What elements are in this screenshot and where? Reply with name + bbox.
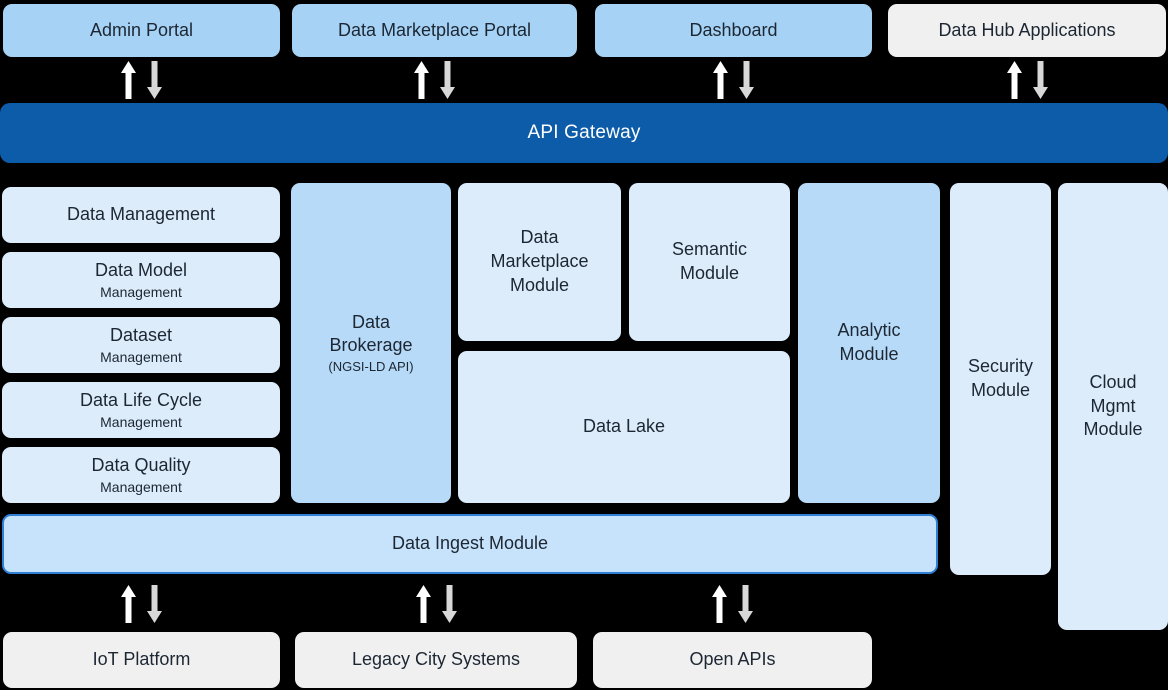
data-brokerage-subtitle: (NGSI-LD API) (328, 359, 414, 375)
box-title: Dataset (109, 324, 173, 345)
analytic-module-box: Analytic Module (798, 183, 940, 503)
box-subtitle: Management (100, 348, 182, 365)
data-hub-applications-box: Data Hub Applications (888, 4, 1166, 57)
up-arrow-icon (414, 61, 429, 99)
bidirectional-arrows (416, 585, 457, 623)
data-lake-label: Data Lake (582, 416, 666, 437)
up-arrow-icon (712, 585, 727, 623)
iot-platform-box: IoT Platform (3, 632, 280, 688)
dashboard-label: Dashboard (689, 19, 778, 40)
down-arrow-icon (739, 61, 754, 99)
api-gateway-bar: API Gateway (0, 103, 1168, 163)
box-subtitle: Management (100, 478, 182, 495)
iot-platform-label: IoT Platform (92, 649, 191, 670)
down-arrow-icon (147, 585, 162, 623)
analytic-module-label: Analytic Module (837, 320, 901, 364)
down-arrow-icon (440, 61, 455, 99)
data-brokerage-box: Data Brokerage (NGSI-LD API) (291, 183, 451, 503)
api-gateway-label: API Gateway (527, 122, 641, 144)
down-arrow-icon (1033, 61, 1048, 99)
up-arrow-icon (416, 585, 431, 623)
data-brokerage-title: Data Brokerage (329, 311, 413, 356)
cloud-mgmt-module-label: Cloud Mgmt Module (1083, 371, 1143, 440)
box-title: Data Life Cycle (79, 389, 203, 410)
data-life-cycle-management-box: Data Life Cycle Management (2, 382, 280, 438)
down-arrow-icon (147, 61, 162, 99)
data-marketplace-module-box: Data Marketplace Module (458, 183, 621, 341)
open-apis-label: Open APIs (689, 649, 776, 670)
legacy-city-systems-label: Legacy City Systems (351, 649, 521, 670)
up-arrow-icon (121, 61, 136, 99)
admin-portal-label: Admin Portal (89, 19, 194, 40)
up-arrow-icon (121, 585, 136, 623)
data-management-box: Data Management (2, 187, 280, 243)
bidirectional-arrows (1007, 61, 1048, 99)
data-marketplace-portal-box: Data Marketplace Portal (292, 4, 577, 57)
data-ingest-module-label: Data Ingest Module (391, 533, 549, 554)
bidirectional-arrows (713, 61, 754, 99)
box-title: Data Model (94, 259, 188, 280)
bidirectional-arrows (712, 585, 753, 623)
bidirectional-arrows (121, 61, 162, 99)
cloud-mgmt-module-box: Cloud Mgmt Module (1058, 183, 1168, 630)
box-subtitle: Management (100, 283, 182, 300)
box-title: Data Management (66, 204, 216, 225)
data-lake-box: Data Lake (458, 351, 790, 503)
dashboard-box: Dashboard (595, 4, 872, 57)
data-hub-applications-label: Data Hub Applications (938, 19, 1116, 40)
data-marketplace-portal-label: Data Marketplace Portal (337, 19, 532, 40)
semantic-module-box: Semantic Module (629, 183, 790, 341)
security-module-label: Security Module (967, 356, 1034, 400)
admin-portal-box: Admin Portal (3, 4, 280, 57)
data-ingest-module-box: Data Ingest Module (2, 514, 938, 574)
security-module-box: Security Module (950, 183, 1051, 575)
data-model-management-box: Data Model Management (2, 252, 280, 308)
legacy-city-systems-box: Legacy City Systems (295, 632, 577, 688)
dataset-management-box: Dataset Management (2, 317, 280, 373)
semantic-module-label: Semantic Module (671, 239, 748, 283)
data-quality-management-box: Data Quality Management (2, 447, 280, 503)
data-marketplace-module-label: Data Marketplace Module (490, 227, 589, 295)
bidirectional-arrows (121, 585, 162, 623)
down-arrow-icon (738, 585, 753, 623)
bidirectional-arrows (414, 61, 455, 99)
down-arrow-icon (442, 585, 457, 623)
open-apis-box: Open APIs (593, 632, 872, 688)
box-subtitle: Management (100, 413, 182, 430)
box-title: Data Quality (91, 454, 191, 475)
up-arrow-icon (713, 61, 728, 99)
up-arrow-icon (1007, 61, 1022, 99)
